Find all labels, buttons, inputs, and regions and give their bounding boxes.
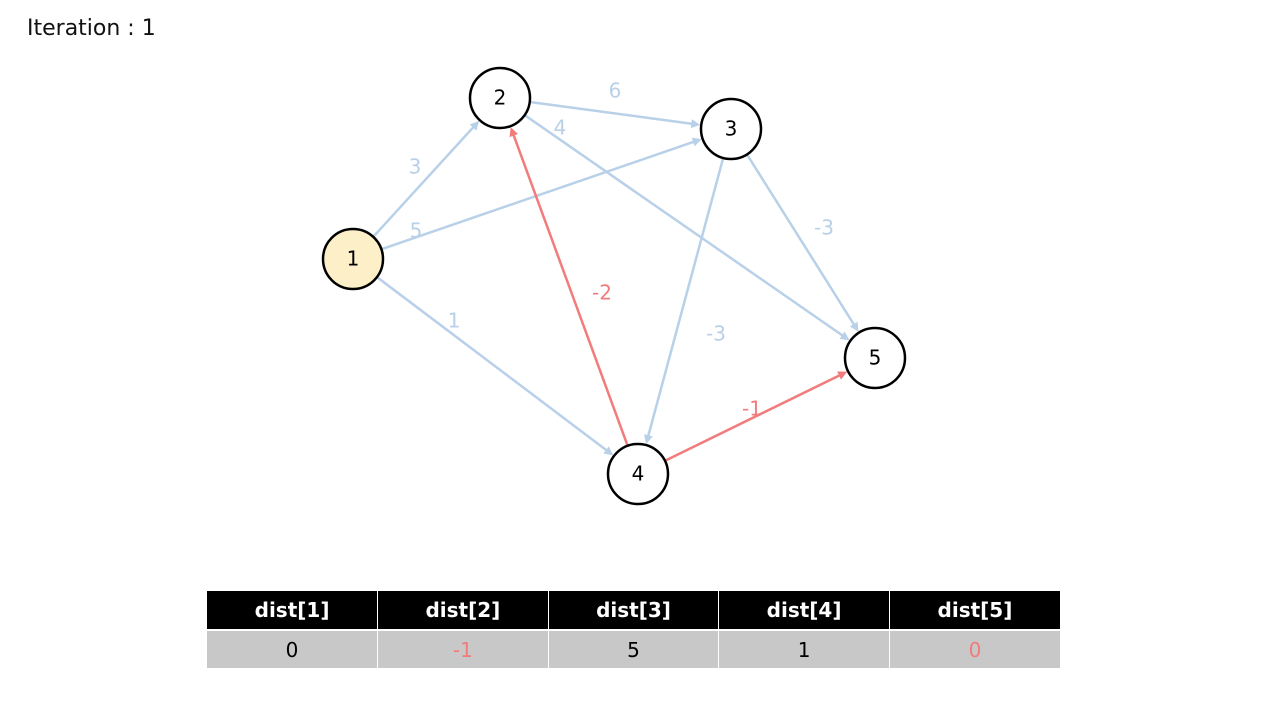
edge-line <box>665 372 844 462</box>
dist-value: 0 <box>207 629 378 668</box>
edge-1-2 <box>372 120 480 237</box>
node-label: 1 <box>347 247 360 271</box>
arrowhead-icon <box>837 371 848 380</box>
edge-line <box>511 131 629 446</box>
node-circle <box>699 97 763 161</box>
edge-line <box>524 114 847 339</box>
dist-header: dist[5] <box>888 591 1060 630</box>
arrowhead-icon <box>603 446 614 456</box>
edge-weight-label: 3 <box>409 155 422 179</box>
dist-value-row: 0 -1 5 1 0 <box>207 629 1060 668</box>
edge-weight-label: -1 <box>742 397 762 421</box>
node-label: 3 <box>725 117 738 141</box>
dist-table: dist[1] dist[2] dist[3] dist[4] dist[5] … <box>207 591 1060 668</box>
edge-1-3 <box>381 137 702 251</box>
edge-line <box>376 276 611 454</box>
edge-line <box>372 123 477 237</box>
arrowhead-icon <box>469 120 480 131</box>
edge-weight-label: -2 <box>592 281 612 305</box>
node-label: 4 <box>632 462 645 486</box>
edge-weight-label: 5 <box>410 219 423 243</box>
node-circle <box>843 326 907 390</box>
node-3: 3 <box>699 97 763 161</box>
node-circle <box>606 442 670 506</box>
dist-value: 1 <box>718 629 890 668</box>
edge-4-5 <box>665 371 848 462</box>
edge-line <box>646 158 725 440</box>
arrowhead-icon <box>690 119 701 129</box>
edge-weight-label: 6 <box>609 79 622 103</box>
dist-header: dist[2] <box>377 591 549 630</box>
iteration-label: Iteration : 1 <box>27 16 156 41</box>
edge-2-3 <box>530 100 701 129</box>
arrowhead-icon <box>644 434 653 445</box>
node-4: 4 <box>606 442 670 506</box>
edge-line <box>530 100 696 126</box>
node-1: 1 <box>321 227 385 291</box>
node-label: 2 <box>494 86 507 110</box>
node-circle <box>321 227 385 291</box>
edge-weight-label: 1 <box>448 309 461 333</box>
dist-header: dist[4] <box>718 591 890 630</box>
arrowhead-icon <box>839 331 850 341</box>
node-2: 2 <box>468 66 532 130</box>
dist-value: -1 <box>377 629 549 668</box>
edge-weight-label: 4 <box>554 116 567 140</box>
dist-header-row: dist[1] dist[2] dist[3] dist[4] dist[5] <box>207 591 1060 630</box>
arrowhead-icon <box>849 321 859 332</box>
dist-value: 5 <box>547 629 719 668</box>
arrowhead-icon <box>691 137 702 147</box>
edge-2-5 <box>524 114 850 341</box>
edge-3-5 <box>746 154 859 332</box>
dist-value: 0 <box>888 629 1060 668</box>
node-circle <box>468 66 532 130</box>
edge-weight-label: -3 <box>814 216 834 240</box>
dist-header: dist[3] <box>547 591 719 630</box>
edge-weight-label: -3 <box>706 322 726 346</box>
edge-3-4 <box>644 158 725 445</box>
dist-header: dist[1] <box>207 591 378 630</box>
node-label: 5 <box>869 346 882 370</box>
edge-line <box>746 154 857 329</box>
edge-line <box>381 139 698 251</box>
arrowhead-icon <box>509 127 519 138</box>
edge-4-2 <box>509 127 629 446</box>
node-5: 5 <box>843 326 907 390</box>
edge-1-4 <box>376 276 614 456</box>
